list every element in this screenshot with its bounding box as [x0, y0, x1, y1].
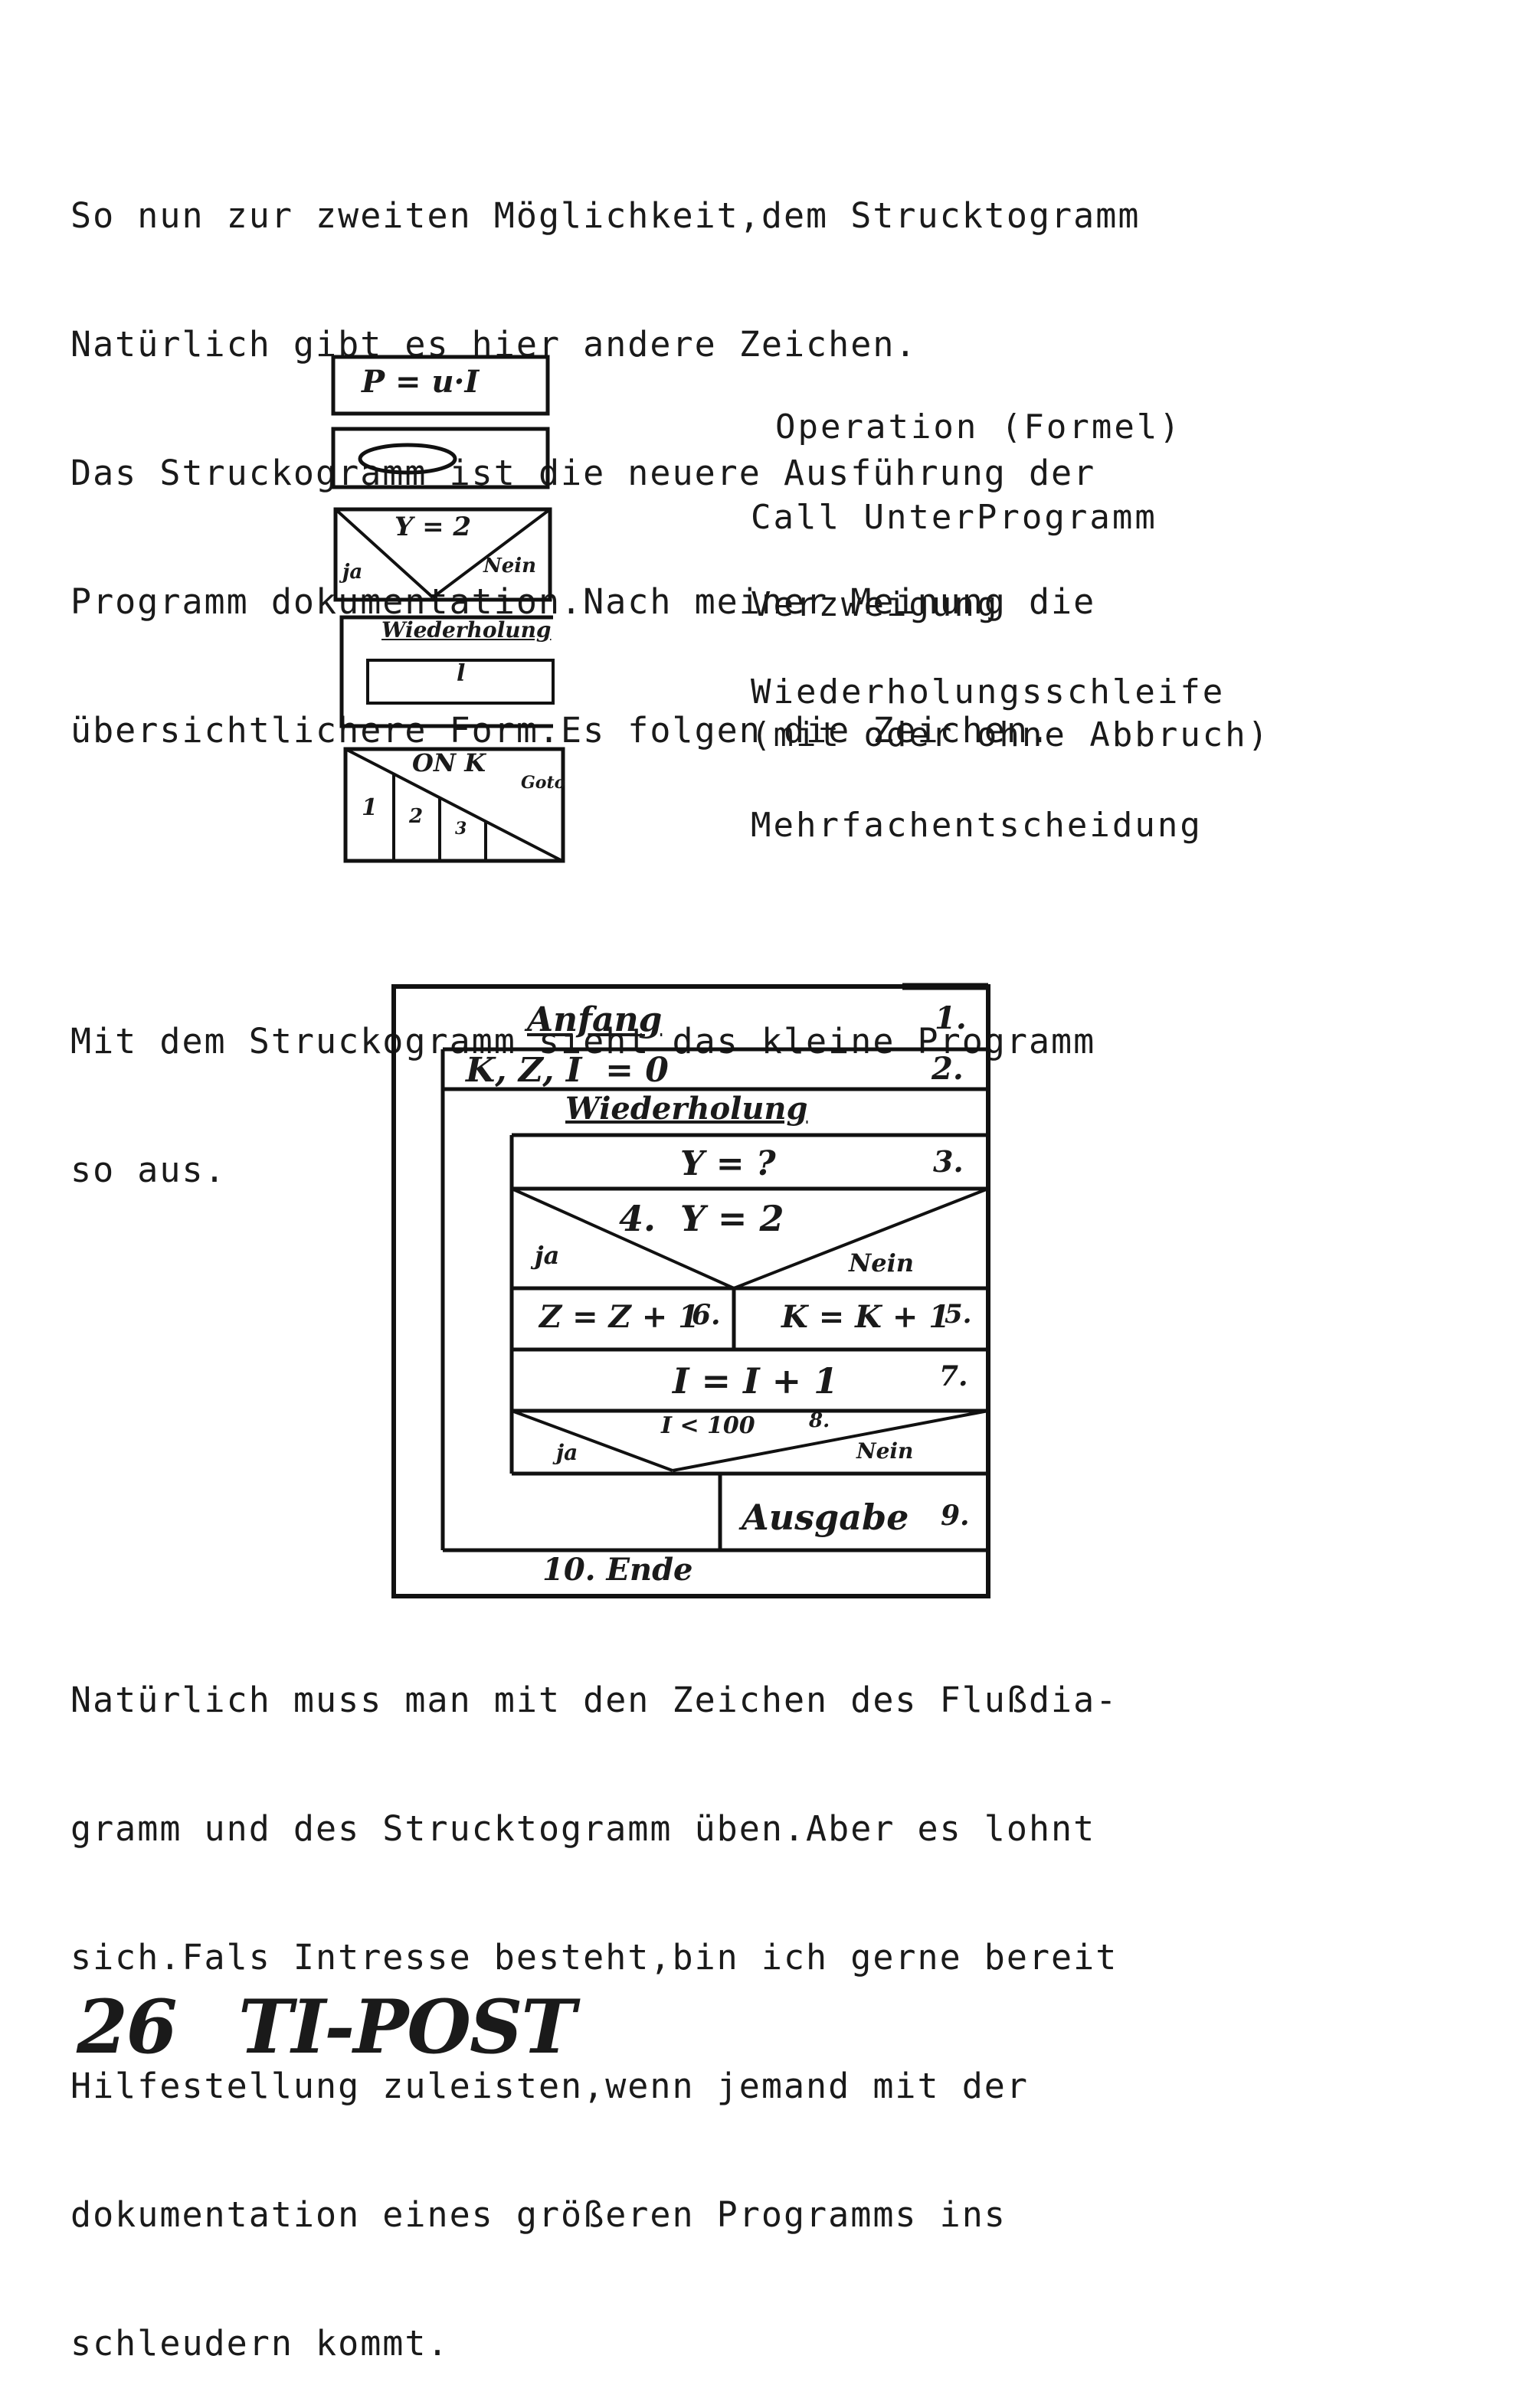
prog-condition: 4. Y = 2	[619, 1198, 784, 1239]
prog-step-2: 2.	[931, 1051, 964, 1087]
prog-ausgabe: Ausgabe	[742, 1497, 909, 1538]
call-symbol	[331, 427, 550, 489]
branch-condition: Y = 2	[395, 512, 472, 542]
prog-step-9: 9.	[941, 1500, 970, 1532]
loop-body: l	[457, 660, 466, 687]
prog-step-6: 6.	[692, 1299, 721, 1331]
operation-symbol: P = u·I	[331, 355, 550, 416]
case-cell-1: 1	[362, 794, 378, 821]
case-symbol: ON K Goto 1 2 3	[343, 747, 565, 863]
branch-no: Nein	[483, 555, 537, 577]
prog-step-5: 5.	[945, 1299, 972, 1330]
prog-init: K, Z, I = 0	[466, 1051, 669, 1090]
prog-step-8: 8.	[809, 1409, 830, 1432]
text-line: gramm und des Strucktogramm üben.Aber es…	[70, 1808, 1096, 1849]
label-operation: Operation (Formel)	[775, 407, 1182, 447]
case-head: ON K	[412, 748, 486, 777]
prog-yes-1: ja	[535, 1241, 560, 1270]
page-number: 26	[77, 1984, 178, 2070]
text-line: Hilfestellung zuleisten,wenn jemand mit …	[70, 2066, 1029, 2106]
prog-condition-2: I < 100	[661, 1412, 755, 1439]
branch-yes: ja	[342, 561, 363, 584]
text-line: so aus.	[70, 1150, 227, 1190]
loop-symbol: Wiederholung l	[337, 613, 559, 731]
case-goto: Goto	[521, 773, 566, 793]
prog-yes-2: ja	[556, 1440, 578, 1465]
prog-right-stmt: K = K + 1	[781, 1299, 951, 1335]
publication-name: TI-POST	[238, 1984, 576, 2070]
case-cell-2: 2	[409, 805, 424, 828]
prog-increment: I = I + 1	[673, 1360, 839, 1402]
prog-wiederholung: Wiederholung	[565, 1091, 808, 1127]
label-loop-1: Wiederholungsschleife	[751, 672, 1226, 712]
text-line: Natürlich muss man mit den Zeichen des F…	[70, 1680, 1118, 1720]
prog-anfang: Anfang	[527, 1000, 663, 1039]
program-struktogramm: Anfang 1. K, Z, I = 0 2. Wiederholung Y …	[389, 982, 994, 1602]
branch-symbol: Y = 2 ja Nein	[333, 507, 552, 602]
loop-head: Wiederholung	[381, 617, 552, 643]
case-cell-3: 3	[455, 819, 467, 839]
text-line: schleudern kommt.	[70, 2323, 450, 2364]
text-line: übersichtlichere Form.Es folgen die Zeic…	[70, 710, 1052, 751]
prog-step-3: 3.	[933, 1144, 964, 1179]
label-loop-2: (mit oder ohne Abbruch)	[751, 715, 1271, 754]
text-line: Mit dem Struckogramm sieht das kleine Pr…	[70, 1021, 1096, 1062]
prog-no-2: Nein	[856, 1438, 914, 1464]
prog-step-1: 1.	[935, 1000, 967, 1036]
label-call: Call UnterProgramm	[751, 498, 1157, 537]
page-footer: 26 TI-POST	[77, 1984, 576, 2070]
text-line: Natürlich gibt es hier andere Zeichen.	[70, 324, 918, 365]
prog-ende: 10. Ende	[542, 1552, 693, 1588]
text-line: sich.Fals Intresse besteht,bin ich gerne…	[70, 1937, 1118, 1978]
text-line: Das Struckogramm ist die neuere Ausführu…	[70, 453, 1096, 493]
prog-left-stmt: Z = Z + 1	[539, 1299, 699, 1335]
middle-paragraph: Mit dem Struckogramm sieht das kleine Pr…	[70, 934, 1465, 1235]
label-branch: Verzweigung	[751, 585, 1000, 624]
text-line: So nun zur zweiten Möglichkeit,dem Struc…	[70, 195, 1141, 236]
label-case: Mehrfachentscheidung	[751, 806, 1203, 845]
prog-read-y: Y = ?	[680, 1144, 776, 1183]
text-line: dokumentation eines größeren Programms i…	[70, 2194, 1007, 2235]
operation-formula: P = u·I	[362, 364, 480, 400]
prog-step-7: 7.	[939, 1360, 968, 1392]
prog-no-1: Nein	[849, 1248, 915, 1278]
